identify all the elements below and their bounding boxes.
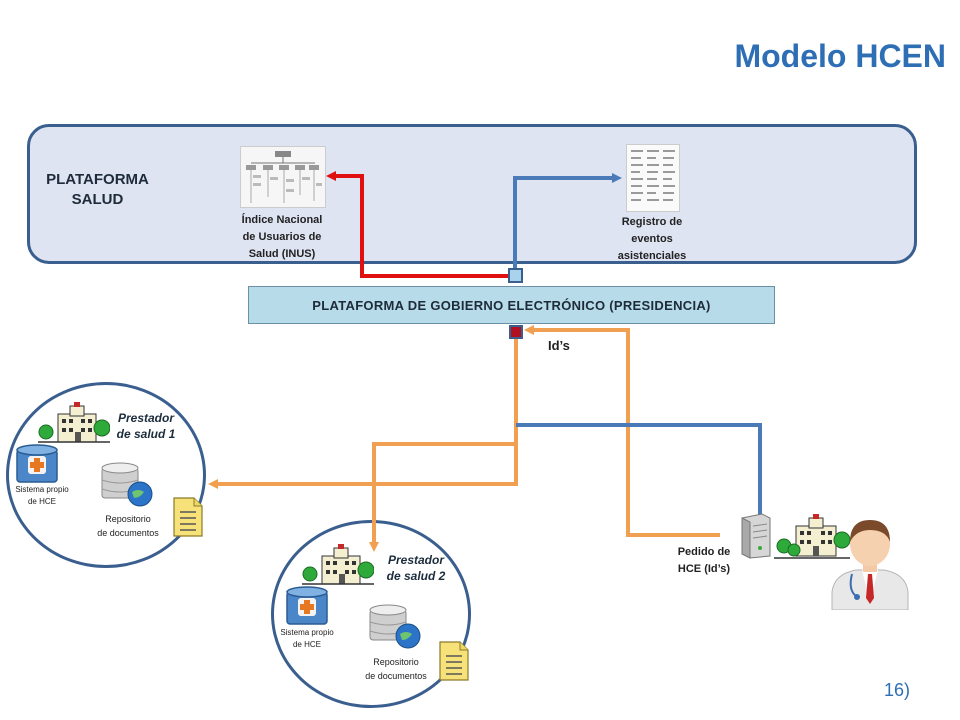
repository-1-icon (101, 462, 153, 507)
plataforma-gobierno-electronico-bar: PLATAFORMA DE GOBIERNO ELECTRÓNICO (PRES… (248, 286, 775, 324)
gov-platform-label: PLATAFORMA DE GOBIERNO ELECTRÓNICO (PRES… (312, 297, 711, 313)
provider-2-system-line2: de HCE (292, 640, 321, 649)
request-label-line1: Pedido de (677, 546, 731, 558)
registro-label-line2: eventos (631, 233, 673, 245)
provider-1-system-label: Sistema propio de HCE (2, 484, 82, 508)
provider-1-system-line2: de HCE (27, 497, 56, 506)
provider-2-name-line1: Prestador (387, 553, 445, 567)
hce-database-2-icon (286, 586, 328, 625)
page-number: 16) (884, 680, 911, 700)
registro-document-thumbnail (626, 144, 680, 212)
orange-arrow-to-provider-1 (208, 334, 518, 489)
hospital-2-icon (302, 544, 374, 585)
requesting-hospital-icon (774, 514, 851, 559)
provider-1-name-line1: Prestador (117, 411, 175, 425)
registro-label-line3: asistenciales (617, 250, 687, 262)
lower-connector-square (509, 325, 523, 339)
provider-2-system-label: Sistema propio de HCE (267, 627, 347, 651)
provider-2-system-line1: Sistema propio (280, 628, 334, 637)
plataforma-salud-box (27, 124, 917, 264)
hospital-1-icon (38, 402, 110, 443)
provider-2-name-line2: de salud 2 (386, 569, 446, 583)
orange-arrow-to-provider-2 (369, 442, 516, 552)
provider-1-system-line1: Sistema propio (15, 485, 69, 494)
provider-1-repo-line2: de documentos (97, 528, 159, 538)
red-arrow-to-inus (326, 171, 515, 278)
doctor-avatar-icon (831, 520, 909, 610)
document-1-icon (173, 497, 203, 537)
repository-2-icon (369, 604, 421, 649)
document-2-icon (439, 641, 469, 681)
plataforma-salud-label: PLATAFORMA SALUD (40, 170, 155, 210)
inus-label-line1: Índice Nacional (241, 214, 323, 226)
registro-label-line1: Registro de (621, 216, 683, 228)
inus-tree-icon (246, 151, 322, 203)
registro-table-icon (631, 150, 675, 201)
hce-database-1-icon (16, 444, 58, 483)
blue-arrow-to-registro (513, 173, 622, 276)
provider-2-repo-line2: de documentos (365, 671, 427, 681)
request-label-line2: HCE (Id’s) (677, 563, 731, 575)
plataforma-salud-label-line2: SALUD (71, 191, 124, 208)
ids-label: Id’s (548, 338, 570, 353)
server-icon (741, 513, 771, 559)
provider-1-repo-line1: Repositorio (105, 514, 151, 524)
inus-diagram-thumbnail (240, 146, 326, 208)
upper-connector-square (508, 268, 523, 283)
orange-request-arrow (524, 325, 720, 537)
provider-1-name-line2: de salud 1 (116, 427, 176, 441)
slide-title: Modelo HCEN (734, 38, 946, 74)
provider-1-name: Prestador de salud 1 (106, 410, 186, 442)
provider-1-repo-label: Repositorio de documentos (80, 512, 176, 540)
request-label: Pedido de HCE (Id’s) (662, 544, 746, 578)
provider-2-repo-line1: Repositorio (373, 657, 419, 667)
provider-2-repo-label: Repositorio de documentos (348, 655, 444, 683)
plataforma-salud-label-line1: PLATAFORMA (46, 171, 149, 188)
inus-label: Índice Nacional de Usuarios de Salud (IN… (226, 212, 338, 263)
registro-label: Registro de eventos asistenciales (596, 214, 708, 265)
provider-2-name: Prestador de salud 2 (376, 552, 456, 584)
inus-label-line3: Salud (INUS) (248, 248, 316, 260)
blue-line-from-doctor (516, 423, 762, 515)
inus-label-line2: de Usuarios de (242, 231, 322, 243)
